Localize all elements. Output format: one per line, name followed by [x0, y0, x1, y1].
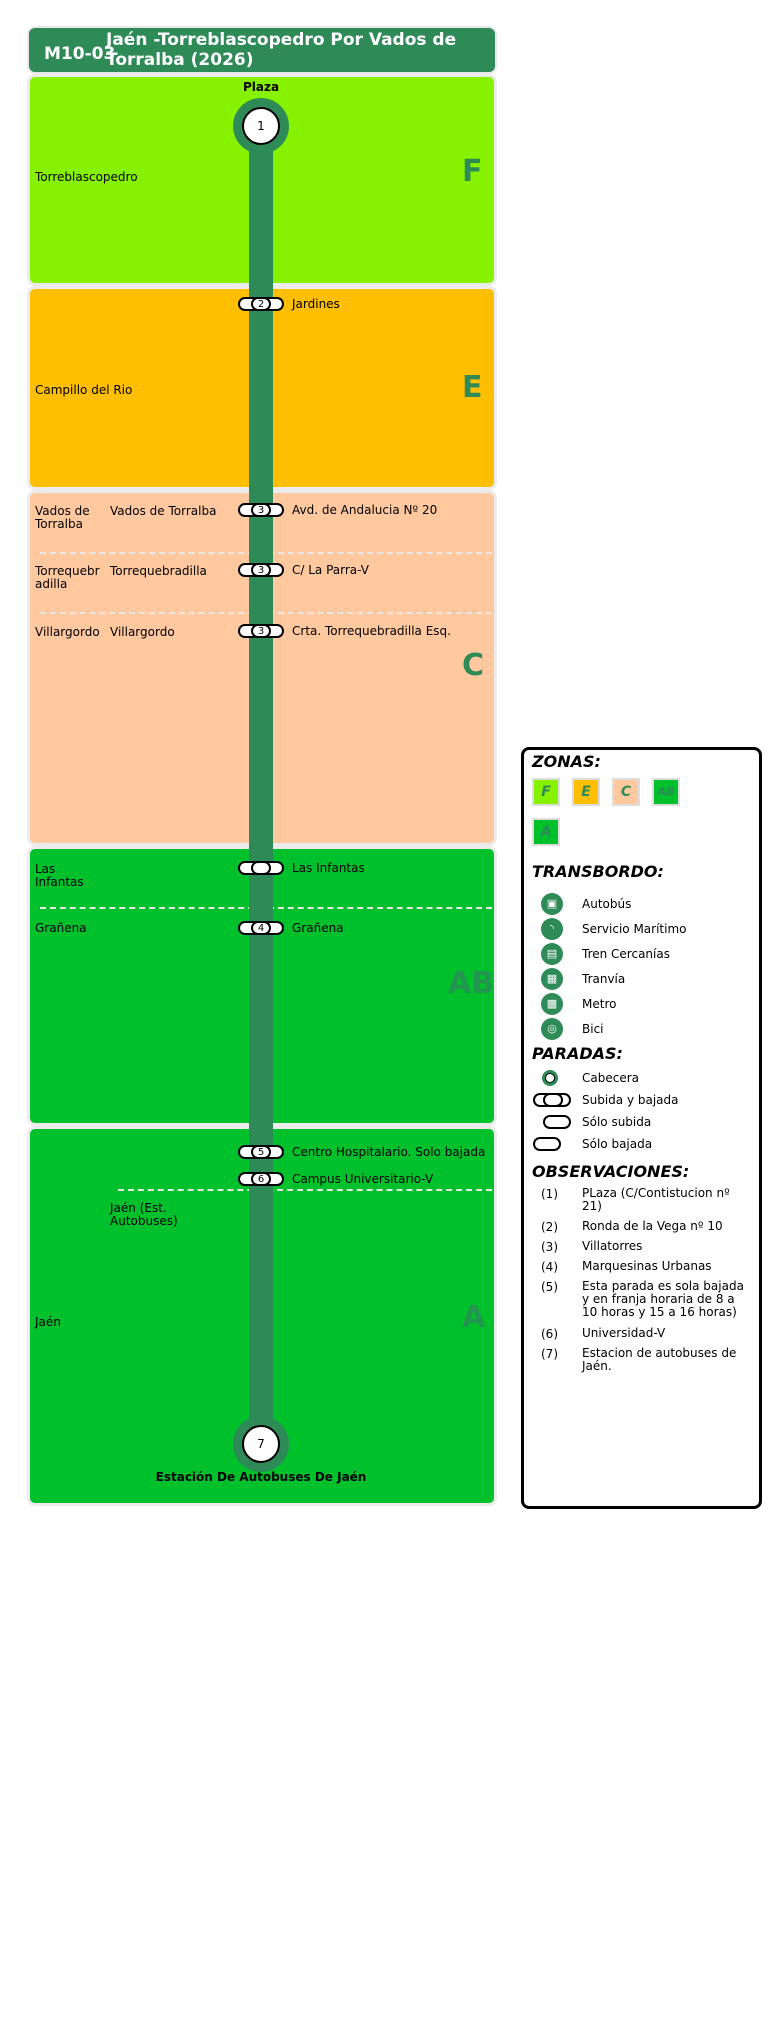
stop-name: Las Infantas — [292, 861, 365, 875]
locality-label: Jaén (Est. Autobuses) — [110, 1201, 178, 1228]
locality-label: Villargordo — [110, 625, 175, 639]
stop-marker[interactable]: 6 — [238, 1172, 284, 1186]
municipality-label: Villargordo — [35, 625, 100, 639]
legend-zones-title: ZONAS: — [532, 752, 601, 771]
zone-swatch: A — [532, 818, 560, 846]
stop-name: Grañena — [292, 921, 344, 935]
municipality-label: Campillo del Rio — [35, 383, 133, 397]
observation-number: (3) — [541, 1240, 558, 1254]
terminal-start-number: 1 — [242, 107, 280, 145]
stop-name: Avd. de Andalucia Nº 20 — [292, 503, 438, 517]
stop-name: Crta. Torrequebradilla Esq. — [292, 624, 451, 638]
terminal-end-label: Estación De Autobuses De Jaén — [155, 1470, 367, 1484]
observation-text: Estacion de autobuses de Jaén. — [582, 1346, 737, 1373]
terminal-end[interactable]: 7 — [233, 1416, 289, 1472]
stop-name: C/ La Parra-V — [292, 563, 369, 577]
observation-text: Villatorres — [582, 1239, 643, 1253]
route-title: Jaén -Torreblascopedro Por Vados de Torr… — [106, 30, 457, 70]
municipality-label: Vados de Torralba — [35, 504, 90, 531]
zone-swatch: C — [612, 778, 640, 806]
observation-number: (7) — [541, 1347, 558, 1361]
stop-marker[interactable]: 3 — [238, 563, 284, 577]
locality-divider — [118, 1189, 492, 1191]
metro-icon: ▩ — [541, 993, 563, 1015]
transfer-label: Tranvía — [582, 972, 626, 986]
stop-note-number — [251, 861, 271, 875]
solo-subida-icon — [543, 1115, 571, 1129]
subida-bajada-icon — [533, 1093, 571, 1107]
route-code: M10-03 — [44, 44, 116, 64]
zone-swatch: F — [532, 778, 560, 806]
observation-text: Universidad-V — [582, 1326, 666, 1340]
stop-marker[interactable]: 5 — [238, 1145, 284, 1159]
legend-stops-title: PARADAS: — [532, 1044, 623, 1063]
municipality-label: Jaén — [35, 1315, 61, 1329]
municipality-label: Las Infantas — [35, 862, 84, 889]
stop-note-number: 2 — [251, 297, 271, 311]
observation-number: (6) — [541, 1327, 558, 1341]
stop-note-number: 4 — [251, 921, 271, 935]
zone-letter-c: C — [462, 648, 485, 683]
transfer-label: Bici — [582, 1022, 604, 1036]
locality-label: Torrequebradilla — [110, 564, 207, 578]
municipality-label: Grañena — [35, 921, 87, 935]
locality-label: Vados de Torralba — [110, 504, 217, 518]
stop-type-label: Sólo bajada — [582, 1137, 653, 1151]
transfer-label: Servicio Marítimo — [582, 922, 687, 936]
zone-letter-a: A — [462, 1300, 486, 1335]
transfer-label: Metro — [582, 997, 617, 1011]
stop-marker[interactable]: 2 — [238, 297, 284, 311]
stop-type-label: Subida y bajada — [582, 1093, 679, 1107]
municipality-label: Torrequebr adilla — [35, 564, 100, 591]
municipality-label: Torreblascopedro — [35, 170, 138, 184]
tram-icon: ▦ — [541, 968, 563, 990]
zone-swatch: E — [572, 778, 600, 806]
stop-note-number: 3 — [251, 563, 271, 577]
legend-panel — [521, 747, 762, 1509]
route-header — [27, 26, 497, 74]
legend-transfer-title: TRANSBORDO: — [532, 862, 664, 881]
stop-type-label: Cabecera — [582, 1071, 639, 1085]
terminal-start-label: Plaza — [242, 80, 280, 94]
stop-name: Campus Universitario-V — [292, 1172, 434, 1186]
zone-letter-f: F — [462, 154, 483, 189]
stop-note-number: 5 — [251, 1145, 271, 1159]
stop-marker[interactable]: 4 — [238, 921, 284, 935]
terminal-end-number: 7 — [242, 1425, 280, 1463]
bike-icon: ◎ — [541, 1018, 563, 1040]
train-icon: ▤ — [541, 943, 563, 965]
observation-text: PLaza (C/Contistucion nº 21) — [582, 1186, 730, 1213]
stop-marker[interactable] — [238, 861, 284, 875]
terminal-start[interactable]: 1 — [233, 98, 289, 154]
observation-text: Ronda de la Vega nº 10 — [582, 1219, 723, 1233]
stop-name: Centro Hospitalario. Solo bajada — [292, 1145, 486, 1159]
observation-number: (4) — [541, 1260, 558, 1274]
zone-letter-ab: AB — [448, 966, 495, 1001]
stop-note-number: 3 — [251, 624, 271, 638]
stop-name: Jardines — [292, 297, 340, 311]
legend-observations-title: OBSERVACIONES: — [532, 1162, 690, 1181]
transfer-label: Tren Cercanías — [582, 947, 670, 961]
observation-text: Marquesinas Urbanas — [582, 1259, 712, 1273]
stop-marker[interactable]: 3 — [238, 624, 284, 638]
stop-marker[interactable]: 3 — [238, 503, 284, 517]
stop-type-label: Sólo subida — [582, 1115, 652, 1129]
ferry-icon: ◝ — [541, 918, 563, 940]
solo-bajada-icon — [533, 1137, 561, 1151]
observation-number: (2) — [541, 1220, 558, 1234]
cabecera-icon — [542, 1070, 558, 1086]
route-line — [249, 126, 273, 1446]
observation-text: Esta parada es sola bajada y en franja h… — [582, 1279, 744, 1319]
zone-swatch: AB — [652, 778, 680, 806]
zone-letter-e: E — [462, 370, 483, 405]
observation-number: (1) — [541, 1187, 558, 1201]
observation-number: (5) — [541, 1280, 558, 1294]
stop-note-number: 3 — [251, 503, 271, 517]
bus-icon: ▣ — [541, 893, 563, 915]
transfer-label: Autobús — [582, 897, 632, 911]
stop-note-number: 6 — [251, 1172, 271, 1186]
